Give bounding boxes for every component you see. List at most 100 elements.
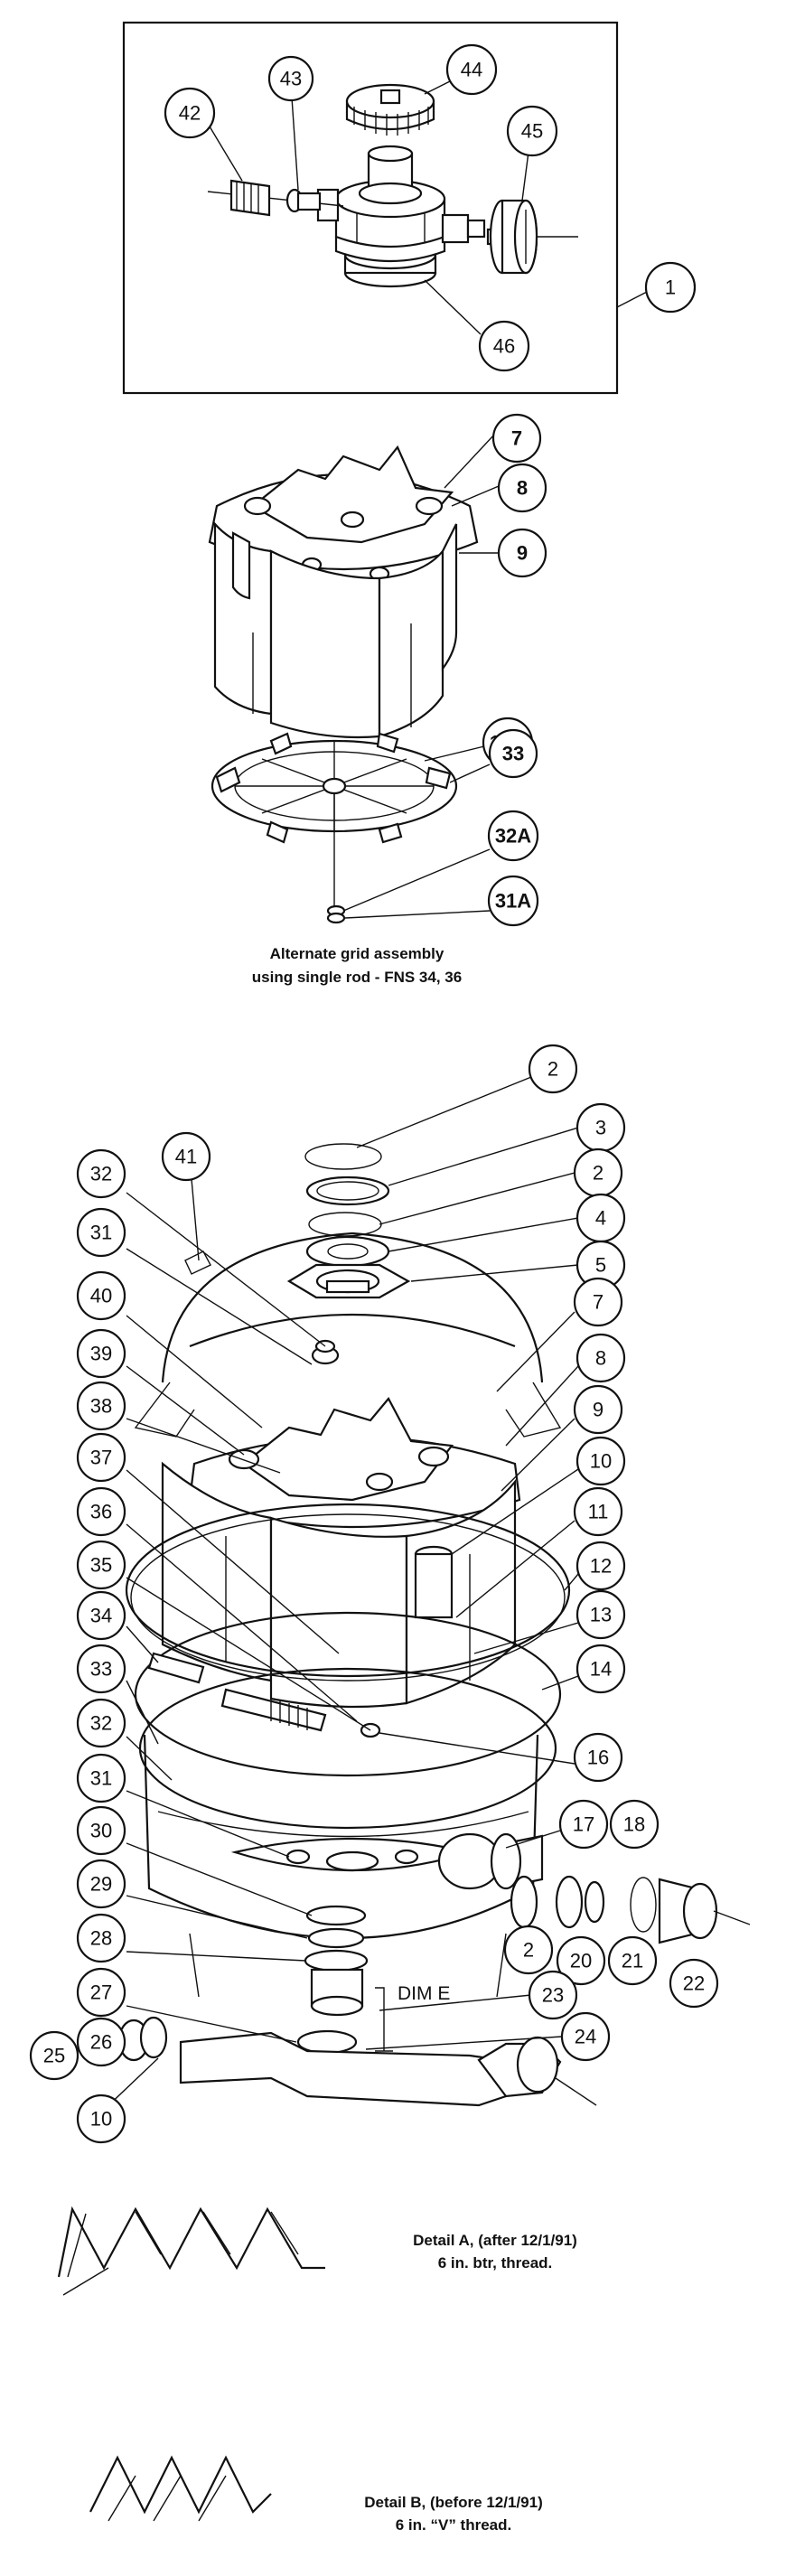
callout-main-17: 17: [558, 1799, 609, 1850]
manifold-drawing: [208, 445, 479, 582]
kit-frame: [122, 21, 619, 395]
callout-main-31b: 31: [76, 1753, 126, 1803]
handle-knob-drawing: [345, 83, 435, 136]
svg-text:37: 37: [90, 1447, 112, 1469]
filter-dome-drawing: [134, 1232, 562, 1438]
callout-main-29: 29: [76, 1859, 126, 1909]
v-thread-profile: [89, 2455, 272, 2515]
svg-text:36: 36: [90, 1501, 112, 1523]
grid-callouts: 7 8 9 16A 33 32A 31A: [482, 413, 547, 927]
detail-a-line2: 6 in. btr, thread.: [438, 2254, 553, 2272]
svg-text:32: 32: [90, 1712, 112, 1735]
svg-text:1: 1: [665, 276, 676, 299]
callout-main-8: 8: [575, 1333, 626, 1383]
callout-main-13: 13: [575, 1589, 626, 1640]
grid-caption-line1: Alternate grid assembly: [270, 945, 444, 962]
callout-main-11: 11: [573, 1486, 623, 1537]
svg-text:3: 3: [595, 1117, 606, 1139]
svg-text:9: 9: [593, 1399, 604, 1421]
svg-text:26: 26: [90, 2031, 112, 2054]
svg-text:31: 31: [90, 1222, 112, 1244]
callout-main-28: 28: [76, 1913, 126, 1963]
svg-text:22: 22: [683, 1972, 705, 1995]
valve-kit-section: 42 43 44 45 46 1: [122, 21, 697, 395]
callout-main-10b: 10: [575, 1436, 626, 1486]
callout-main-30: 30: [76, 1805, 126, 1856]
svg-text:23: 23: [542, 1984, 564, 2007]
svg-text:41: 41: [175, 1146, 197, 1168]
callout-main-7: 7: [573, 1277, 623, 1327]
callout-45: 45: [506, 105, 558, 157]
svg-text:46: 46: [493, 335, 515, 358]
callout-32A: 32A: [487, 810, 539, 862]
callout-main-33: 33: [76, 1644, 126, 1694]
svg-text:31: 31: [90, 1767, 112, 1790]
svg-text:40: 40: [90, 1285, 112, 1307]
callout-main-40: 40: [76, 1270, 126, 1321]
svg-text:16: 16: [587, 1747, 609, 1769]
svg-text:5: 5: [595, 1254, 606, 1277]
svg-text:34: 34: [90, 1605, 112, 1627]
main-manifold-drawing: [188, 1339, 521, 1529]
svg-text:7: 7: [593, 1291, 604, 1314]
svg-text:44: 44: [461, 59, 482, 81]
svg-text:14: 14: [590, 1658, 612, 1681]
callout-main-32b: 32: [76, 1698, 126, 1748]
callout-main-20: 20: [556, 1935, 606, 1986]
filter-elements-drawing: [213, 521, 458, 739]
pressure-gauge-drawing: [486, 199, 578, 275]
callout-main-35: 35: [76, 1540, 126, 1590]
callout-44: 44: [445, 43, 498, 96]
svg-text:29: 29: [90, 1873, 112, 1896]
callout-main-36: 36: [76, 1486, 126, 1537]
svg-text:30: 30: [90, 1820, 112, 1842]
callout-31A: 31A: [487, 875, 539, 927]
callout-main-18: 18: [609, 1799, 660, 1850]
svg-text:39: 39: [90, 1343, 112, 1365]
bottom-grid-drawing: [211, 732, 458, 911]
svg-text:17: 17: [573, 1813, 594, 1836]
svg-text:2: 2: [593, 1162, 604, 1185]
callout-1: 1: [644, 261, 697, 314]
svg-text:25: 25: [43, 2045, 65, 2067]
callout-main-2a: 2: [528, 1044, 578, 1094]
svg-text:43: 43: [280, 68, 302, 90]
detail-b-line2: 6 in. “V” thread.: [396, 2516, 511, 2534]
drain-cap-drawing: [207, 179, 344, 217]
callout-8: 8: [497, 463, 547, 513]
svg-text:32A: 32A: [495, 825, 531, 848]
svg-text:10: 10: [90, 2108, 112, 2131]
svg-text:28: 28: [90, 1927, 112, 1950]
callout-9: 9: [497, 528, 547, 578]
callout-main-4: 4: [575, 1193, 626, 1243]
svg-text:2: 2: [523, 1939, 534, 1962]
callout-main-27: 27: [76, 1967, 126, 2018]
grid-assembly-section: 7 8 9 16A 33 32A 31A Alternate grid asse…: [208, 413, 547, 986]
callout-main-12: 12: [575, 1541, 626, 1591]
grid-caption-line2: using single rod - FNS 34, 36: [252, 969, 462, 986]
callout-main-9: 9: [573, 1384, 623, 1435]
svg-text:7: 7: [511, 427, 522, 450]
callout-main-32a: 32: [76, 1148, 126, 1199]
svg-text:33: 33: [90, 1658, 112, 1681]
callout-main-31a: 31: [76, 1207, 126, 1258]
detail-b-section: Detail B, (before 12/1/91) 6 in. “V” thr…: [89, 2455, 543, 2534]
svg-text:35: 35: [90, 1554, 112, 1577]
svg-text:18: 18: [623, 1813, 645, 1836]
svg-text:10: 10: [590, 1450, 612, 1473]
svg-text:12: 12: [590, 1555, 612, 1578]
svg-text:38: 38: [90, 1395, 112, 1418]
main-elements-drawing: [161, 1461, 517, 1709]
nut-drawing: [326, 904, 346, 924]
svg-text:24: 24: [575, 2026, 596, 2048]
svg-text:11: 11: [588, 1501, 609, 1523]
callout-main-39: 39: [76, 1328, 126, 1379]
callout-main-21: 21: [607, 1935, 658, 1986]
detail-a-line1: Detail A, (after 12/1/91): [413, 2232, 577, 2249]
callout-main-38: 38: [76, 1381, 126, 1431]
callout-main-22: 22: [669, 1958, 719, 2009]
callout-main-14: 14: [575, 1644, 626, 1694]
svg-text:21: 21: [622, 1950, 643, 1972]
callout-main-2b: 2: [573, 1147, 623, 1198]
callout-42: 42: [164, 87, 216, 139]
